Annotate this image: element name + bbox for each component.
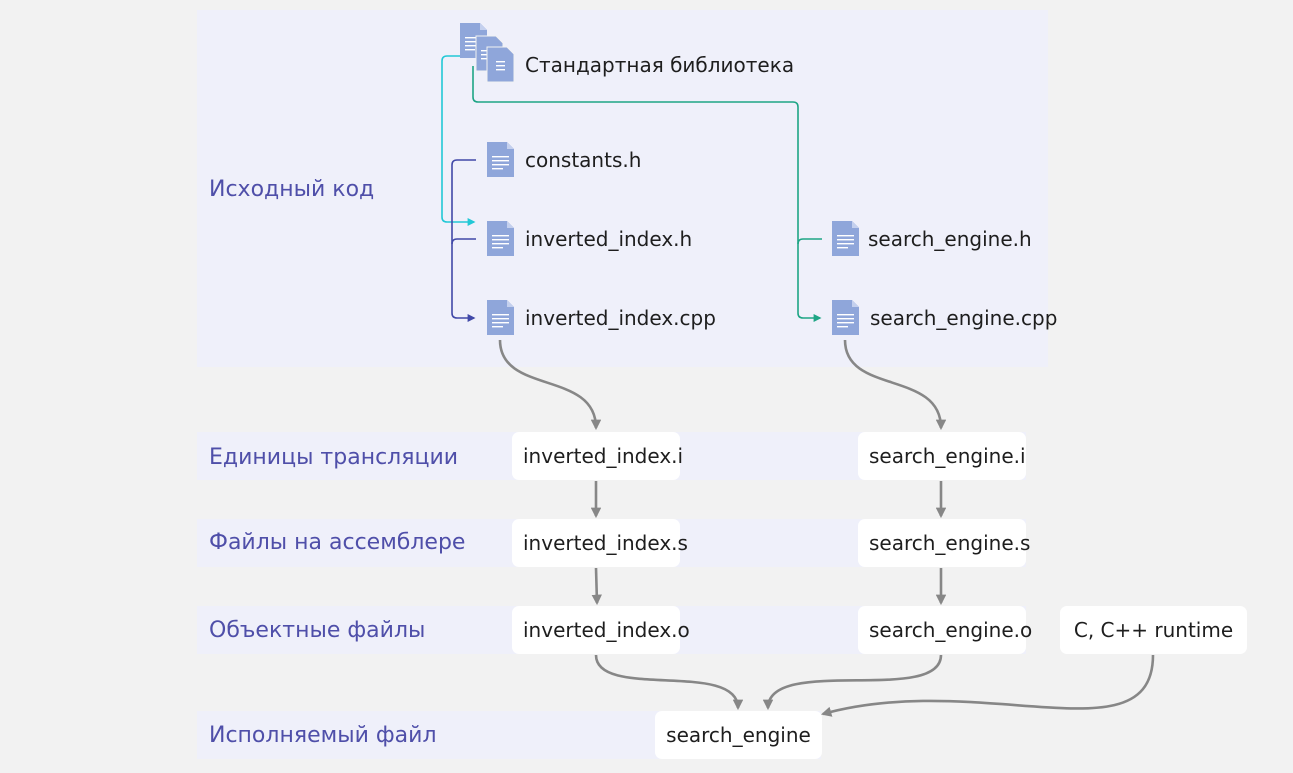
node-inverted-index-i: inverted_index.i bbox=[512, 432, 683, 480]
stage-label-translation-units: Единицы трансляции bbox=[209, 445, 459, 470]
document-icon bbox=[832, 300, 859, 335]
source-code-band bbox=[197, 10, 1048, 367]
node-search-engine-s: search_engine.s bbox=[858, 519, 1030, 567]
node-runtime: C, C++ runtime bbox=[1060, 606, 1247, 654]
search-engine-cpp-label: search_engine.cpp bbox=[870, 306, 1058, 330]
document-icon bbox=[487, 142, 514, 177]
arrow-o-to-exe-left bbox=[594, 654, 744, 711]
inverted-index-h-label: inverted_index.h bbox=[525, 227, 693, 251]
search-engine-h-label: search_engine.h bbox=[868, 227, 1032, 251]
stage-label-objects: Объектные файлы bbox=[209, 618, 426, 643]
arrow-stdlib-to-inverted-index-h bbox=[441, 55, 476, 226]
arrow-cpp-to-i-right bbox=[843, 339, 947, 431]
stage-label-executable: Исполняемый файл bbox=[209, 723, 437, 748]
arrow-runtime-to-exe bbox=[820, 654, 1155, 717]
node-search-engine-i: search_engine.i bbox=[858, 432, 1026, 480]
arrow-s-to-o-left bbox=[591, 567, 602, 606]
node-search-engine-o: search_engine.o bbox=[858, 606, 1032, 654]
arrow-search-engine-h-branch bbox=[797, 238, 822, 245]
arrow-headers-to-inverted-index-cpp bbox=[451, 159, 476, 322]
node-executable: search_engine bbox=[655, 711, 822, 759]
stage-label-source: Исходный код bbox=[209, 177, 375, 202]
document-icon bbox=[487, 221, 514, 256]
node-inverted-index-o: inverted_index.o bbox=[512, 606, 690, 654]
arrow-cpp-to-i-left bbox=[498, 339, 602, 431]
inverted-index-cpp-label: inverted_index.cpp bbox=[525, 306, 716, 330]
arrow-inverted-index-h-branch bbox=[451, 238, 476, 245]
arrow-o-to-exe-right bbox=[762, 654, 943, 711]
documents-icon bbox=[460, 23, 516, 83]
arrow-stdlib-to-search-engine-cpp bbox=[472, 66, 822, 322]
document-icon bbox=[832, 221, 859, 256]
stdlib-label: Стандартная библиотека bbox=[525, 53, 795, 77]
node-inverted-index-s: inverted_index.s bbox=[512, 519, 688, 567]
document-icon bbox=[487, 300, 514, 335]
stage-label-assembly: Файлы на ассемблере bbox=[209, 530, 466, 555]
constants-h-label: constants.h bbox=[525, 148, 642, 172]
